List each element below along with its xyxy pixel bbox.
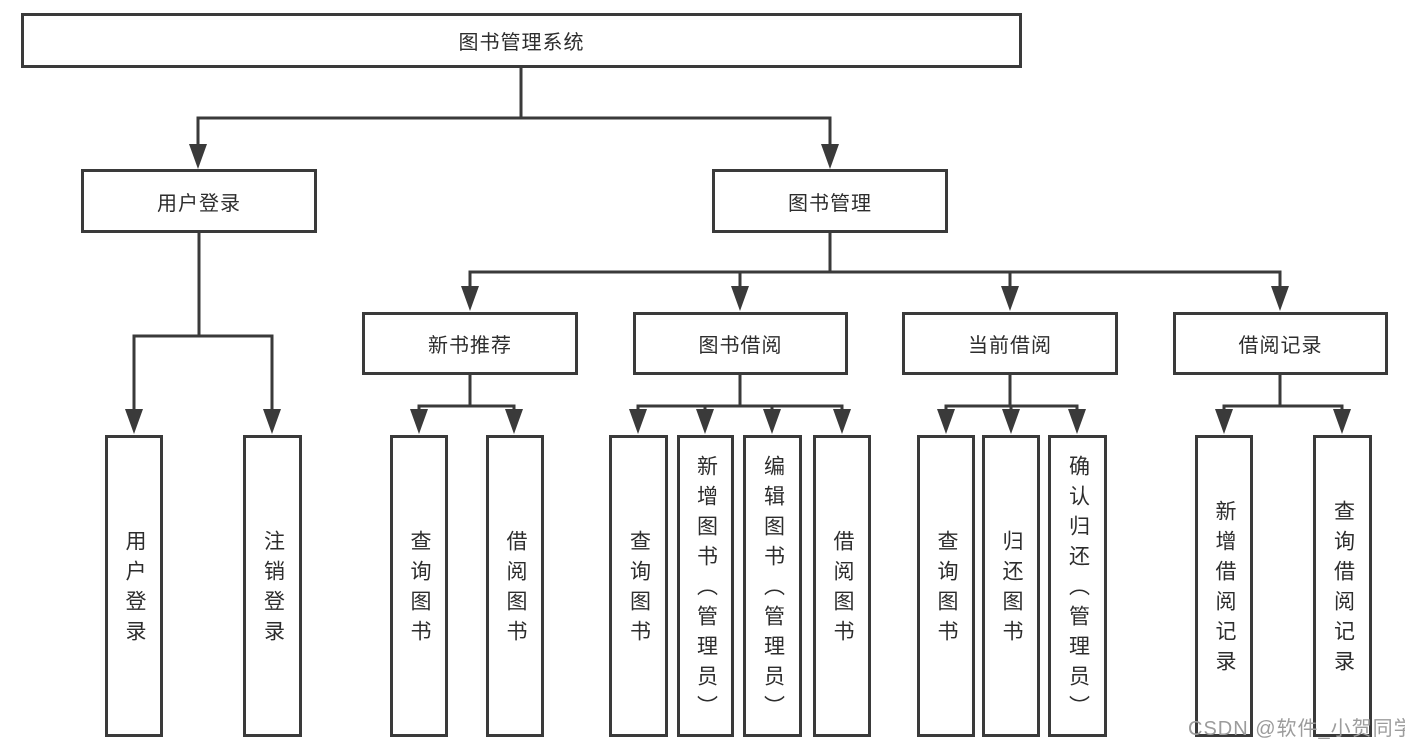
vnode-user-login: 用户登录 [105, 435, 163, 737]
arrow-vnode [763, 409, 781, 434]
arrow-vnode [937, 409, 955, 434]
vnode-query-borrow-record: 查询借阅记录 [1313, 435, 1372, 737]
node-book-management: 图书管理 [712, 169, 948, 233]
arrow-borrow-records [1271, 286, 1289, 311]
arrow-vnode [1002, 409, 1020, 434]
node-book-borrow: 图书借阅 [633, 312, 848, 375]
vnode-borrow-books: 借阅图书 [813, 435, 871, 737]
connector-current-borrow-children [944, 375, 1079, 412]
node-label: 用户登录 [157, 192, 241, 215]
node-borrow-records: 借阅记录 [1173, 312, 1388, 375]
node-label: 新书推荐 [428, 335, 512, 357]
vnode-add-borrow-record: 新增借阅记录 [1195, 435, 1253, 737]
node-label: 图书管理系统 [458, 32, 585, 54]
arrow-vnode [1068, 409, 1086, 434]
connector-root-to-level2 [196, 68, 832, 147]
vnode-query-books-borrow: 查询图书 [609, 435, 668, 737]
arrow-current-borrow [1001, 286, 1019, 311]
arrow-vnode [410, 409, 428, 434]
vnode-confirm-return-admin: 确认归还（管理员） [1048, 435, 1107, 737]
vnode-label: 注销登录 [261, 530, 285, 650]
vnode-label: 确认归还（管理员） [1066, 455, 1090, 725]
arrow-new-book-recommend [461, 286, 479, 311]
vnode-label: 新增借阅记录 [1213, 500, 1236, 680]
vnode-label: 借阅图书 [504, 530, 527, 650]
arrow-user-login [189, 144, 207, 169]
vnode-query-books-current: 查询图书 [917, 435, 975, 737]
node-library-management-system: 图书管理系统 [21, 13, 1022, 68]
vnode-label: 查询借阅记录 [1331, 500, 1355, 680]
node-new-book-recommend: 新书推荐 [362, 312, 578, 375]
vnode-query-books-recommend: 查询图书 [390, 435, 448, 737]
arrow-vnode [629, 409, 647, 434]
csdn-watermark: CSDN @软件_小贺同学 [1188, 718, 1405, 740]
connector-book-borrow-children [636, 375, 844, 412]
arrow-vnode [1333, 409, 1351, 434]
vnode-label: 查询图书 [935, 530, 958, 650]
vnode-label: 用户登录 [123, 530, 146, 650]
arrow-vnode [696, 409, 714, 434]
vnode-add-books-admin: 新增图书（管理员） [677, 435, 734, 737]
node-current-borrow: 当前借阅 [902, 312, 1118, 375]
arrow-vnode [833, 409, 851, 434]
vnode-label: 归还图书 [1000, 530, 1023, 650]
vnode-label: 查询图书 [627, 530, 651, 650]
arrow-book-management [821, 144, 839, 169]
node-label: 当前借阅 [968, 335, 1052, 357]
arrow-vnode [263, 409, 281, 434]
connector-book-management-children [468, 233, 1282, 288]
vnode-logout: 注销登录 [243, 435, 302, 737]
vnode-label: 新增图书（管理员） [694, 455, 718, 725]
arrow-vnode [1215, 409, 1233, 434]
vnode-borrow-books-recommend: 借阅图书 [486, 435, 544, 737]
vnode-return-books: 归还图书 [982, 435, 1040, 737]
connector-borrow-records-children [1222, 375, 1344, 412]
node-label: 图书管理 [788, 192, 872, 215]
vnode-label: 借阅图书 [831, 530, 854, 650]
node-label: 图书借阅 [698, 335, 783, 357]
vnode-label: 查询图书 [408, 530, 431, 650]
node-user-login: 用户登录 [81, 169, 317, 233]
connector-new-book-recommend-children [417, 375, 516, 412]
arrow-book-borrow [731, 286, 749, 311]
arrow-vnode [125, 409, 143, 434]
vnode-label: 编辑图书（管理员） [761, 455, 785, 725]
arrowheads [125, 144, 1351, 434]
arrow-vnode [505, 409, 523, 434]
connector-user-login-children [132, 233, 274, 412]
node-label: 借阅记录 [1238, 335, 1323, 357]
vnode-edit-books-admin: 编辑图书（管理员） [743, 435, 802, 737]
